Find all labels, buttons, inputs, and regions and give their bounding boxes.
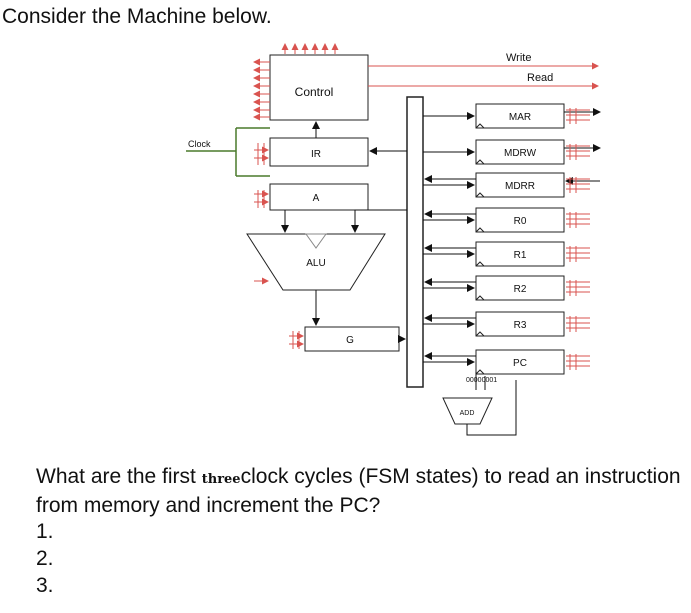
control-top-signals xyxy=(281,43,339,54)
register-r0 xyxy=(475,207,565,233)
register-r2-clock-mark xyxy=(475,295,485,301)
register-r2-label: R2 xyxy=(514,284,527,295)
adder xyxy=(442,397,493,425)
ir-label: IR xyxy=(311,149,321,160)
a-left-signals xyxy=(254,190,269,206)
register-mdrw-clock-mark xyxy=(475,159,485,165)
register-mar-label: MAR xyxy=(509,112,531,123)
register-mar xyxy=(475,103,565,129)
a-label: A xyxy=(313,193,320,204)
g-register xyxy=(304,326,400,352)
g-left-signals xyxy=(289,332,304,348)
alu-notch xyxy=(305,233,327,249)
register-r3-label: R3 xyxy=(514,320,527,331)
heading: Consider the Machine below. xyxy=(2,5,272,28)
g-tick-marks xyxy=(292,331,300,349)
adder-output xyxy=(466,380,517,436)
control-box xyxy=(269,54,369,121)
register-mar-clock-mark xyxy=(475,123,485,129)
register-mdrr xyxy=(475,172,565,198)
a-tick-marks xyxy=(257,190,265,208)
adder-label: ADD xyxy=(460,410,475,417)
question-text: What are the first threeclock cycles (FS… xyxy=(36,464,686,519)
ir-register xyxy=(269,137,369,167)
machine-diagram: Control Write Read Clock IR A xyxy=(186,43,601,436)
ir-tick-marks xyxy=(257,143,265,165)
register-mdrr-label: MDRR xyxy=(505,181,535,192)
g-label: G xyxy=(346,335,354,346)
register-r1-label: R1 xyxy=(514,250,527,261)
register-r1 xyxy=(475,241,565,267)
a-register xyxy=(269,183,369,211)
register-r0-label: R0 xyxy=(514,216,527,227)
register-r0-clock-mark xyxy=(475,227,485,233)
answer-3: 3. xyxy=(36,574,54,597)
write-label: Write xyxy=(506,52,531,64)
bus xyxy=(406,96,424,388)
clock-wire xyxy=(186,127,270,177)
answer-list: 1. 2. 3. xyxy=(36,518,54,599)
register-r2 xyxy=(475,275,565,301)
answer-1: 1. xyxy=(36,520,54,543)
register-r1-clock-mark xyxy=(475,261,485,267)
register-pc-clock-mark xyxy=(475,369,485,375)
control-left-signals xyxy=(253,58,270,121)
register-pc xyxy=(475,349,565,375)
alu-label: ALU xyxy=(306,258,325,269)
register-mdrr-clock-mark xyxy=(475,192,485,198)
clock-label: Clock xyxy=(188,139,211,149)
register-mdrw-label: MDRW xyxy=(504,148,537,159)
register-mdrw xyxy=(475,139,565,165)
read-label: Read xyxy=(527,72,553,84)
register-r3 xyxy=(475,311,565,337)
control-label: Control xyxy=(295,85,334,99)
register-pc-label: PC xyxy=(513,358,527,369)
register-r3-clock-mark xyxy=(475,331,485,337)
question-part-2: clock cycles (FSM states) to read an ins… xyxy=(36,465,681,517)
alu xyxy=(246,233,386,291)
question-emphasis: three xyxy=(201,472,241,487)
bus-to-alu xyxy=(351,209,407,233)
question-part-1: What are the first xyxy=(36,465,196,488)
constant-label: 00000001 xyxy=(466,377,497,384)
ir-left-signals xyxy=(254,146,269,162)
answer-2: 2. xyxy=(36,547,54,570)
